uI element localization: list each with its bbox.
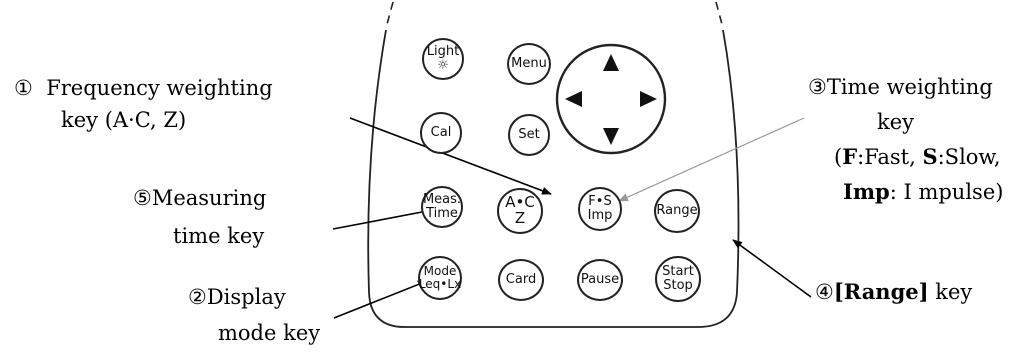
cal-key[interactable]: Cal — [420, 112, 462, 154]
range-key[interactable]: Range — [654, 189, 700, 233]
callout-range-suffix: key — [928, 280, 973, 304]
ac-z-key-line1: A•C — [505, 193, 535, 212]
meas-time-key-line1: Meas. — [422, 192, 462, 208]
mode-key[interactable]: Mode Leq•Lx — [418, 256, 462, 300]
callout-time-s: S — [922, 144, 938, 169]
callout-time-impulse: : I mpulse) — [889, 180, 1004, 204]
body-right-dashed-edge — [715, 1, 724, 29]
callout-time-line2: key — [877, 110, 915, 134]
light-key[interactable]: Light ☼ — [422, 38, 464, 80]
callout-measuring-time: ⑤Measuring — [133, 184, 266, 212]
menu-key[interactable]: Menu — [507, 43, 551, 85]
leader-range — [732, 239, 812, 298]
fs-imp-key-line1: F•S — [588, 194, 612, 210]
leader-time — [618, 117, 805, 202]
callout-freq-line1: Frequency weighting — [46, 76, 273, 100]
callout-time-paren: ( — [834, 145, 843, 169]
callout-meas-marker: ⑤ — [133, 186, 152, 210]
sun-icon: ☼ — [437, 58, 449, 73]
start-stop-key[interactable]: Start Stop — [655, 256, 701, 302]
callout-range-word: Range — [843, 279, 919, 304]
callout-time-slow: :Slow, — [937, 145, 1001, 169]
callout-freq-marker: ① — [14, 76, 33, 100]
leader-freq — [349, 117, 552, 195]
set-key[interactable]: Set — [508, 114, 550, 156]
callout-display-line2-wrap: mode key — [218, 319, 320, 347]
pause-key-label: Pause — [580, 272, 620, 288]
arrow-up-icon[interactable] — [603, 54, 619, 71]
callout-range-marker: ④ — [815, 280, 834, 304]
arrow-left-icon[interactable] — [565, 91, 582, 107]
callout-range: ④[Range] key — [815, 278, 972, 306]
callout-range-open: [ — [833, 279, 844, 304]
callout-time-fast: :Fast, — [857, 145, 923, 169]
card-key-label: Card — [505, 272, 537, 288]
meter-body-outline — [367, 29, 740, 328]
fs-imp-key[interactable]: F•S Imp — [578, 187, 622, 231]
mode-key-line2: Leq•Lx — [418, 277, 462, 291]
callout-time-marker: ③ — [808, 75, 827, 99]
start-stop-key-line1: Start — [662, 264, 694, 280]
range-key-label: Range — [656, 203, 698, 219]
arrow-down-icon[interactable] — [603, 128, 619, 145]
callout-freq-line2: key (A·C, Z) — [61, 108, 187, 132]
arrow-right-icon[interactable] — [640, 91, 657, 107]
menu-key-label: Menu — [511, 56, 547, 72]
callout-meas-line2: time key — [173, 224, 265, 248]
ac-z-key-line2: Z — [514, 209, 526, 227]
dpad[interactable] — [555, 43, 667, 155]
meas-time-key[interactable]: Meas. Time — [421, 186, 463, 228]
fs-imp-key-line2: Imp — [587, 208, 613, 223]
callout-display-line1: Display — [206, 285, 286, 309]
callout-freq-line2-wrap: key (A·C, Z) — [61, 106, 186, 134]
set-key-label: Set — [518, 127, 540, 143]
callout-time-line2-wrap: key — [877, 108, 914, 136]
callout-time-line3: (F:Fast, S:Slow, — [834, 143, 1001, 171]
callout-time-weighting: ③Time weighting — [808, 73, 993, 101]
ac-z-key[interactable]: A•C Z — [497, 188, 543, 234]
callout-frequency-weighting: ① Frequency weighting — [14, 74, 273, 102]
cal-key-label: Cal — [430, 125, 452, 141]
callout-meas-line2-wrap: time key — [173, 222, 264, 250]
start-stop-key-line2: Stop — [663, 278, 693, 293]
meas-time-key-line2: Time — [426, 206, 458, 221]
body-left-dashed-edge — [385, 1, 394, 29]
callout-range-close: ] — [918, 279, 929, 304]
callout-display-mode: ②Display — [188, 283, 286, 311]
light-key-label: Light — [426, 44, 460, 60]
mode-key-line1: Mode — [423, 264, 457, 279]
callout-time-line4: Imp: I mpulse) — [843, 178, 1003, 206]
leader-display — [333, 280, 428, 319]
callout-time-imp: Imp — [843, 179, 890, 204]
callout-display-line2: mode key — [218, 321, 321, 345]
pause-key[interactable]: Pause — [577, 259, 623, 301]
callout-time-line1: Time weighting — [826, 75, 993, 99]
callout-time-f: F — [842, 144, 858, 169]
callout-display-marker: ② — [188, 285, 207, 309]
card-key[interactable]: Card — [498, 259, 544, 301]
callout-meas-line1: Measuring — [151, 186, 267, 210]
